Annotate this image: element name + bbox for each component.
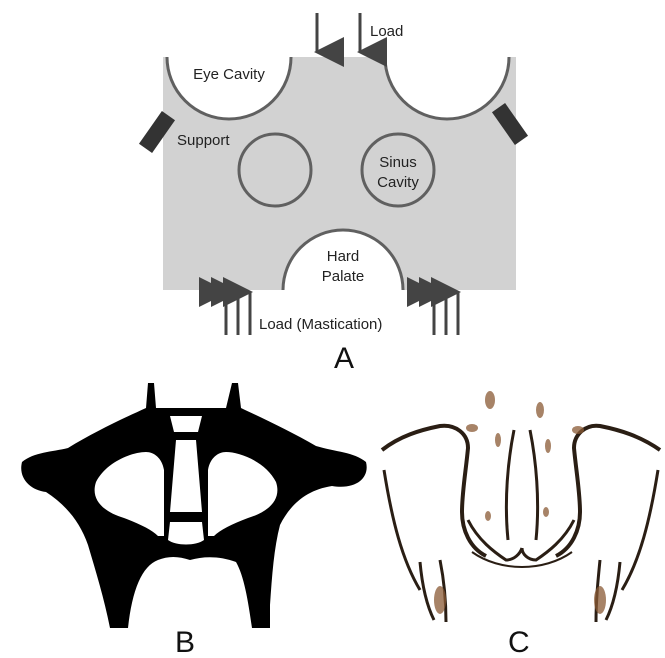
- bone-section: [382, 426, 660, 622]
- panel-a: Load Eye Cavity Support Sinus Cavity Har…: [139, 0, 528, 375]
- panel-c: C: [382, 391, 660, 658]
- label-load-bottom: Load (Mastication): [259, 316, 382, 333]
- label-load-top: Load: [370, 23, 403, 40]
- panel-letter-a: A: [334, 342, 354, 375]
- panel-letter-c: C: [508, 626, 530, 658]
- panel-b: B: [21, 383, 366, 658]
- label-support: Support: [177, 132, 230, 149]
- label-palate-2: Palate: [322, 268, 365, 285]
- load-arrows-bottom-right: [434, 292, 458, 335]
- label-sinus-2: Cavity: [377, 174, 419, 191]
- panel-letter-b: B: [175, 626, 195, 658]
- label-eye-cavity: Eye Cavity: [193, 66, 265, 83]
- eye-cavity-left: [167, 0, 291, 119]
- load-arrows-bottom-left: [226, 292, 250, 335]
- hole-top: [170, 416, 202, 432]
- sinus-cavity-left: [239, 134, 311, 206]
- label-sinus-1: Sinus: [379, 154, 417, 171]
- label-palate-1: Hard: [327, 248, 360, 265]
- eye-cavity-right: [385, 0, 509, 119]
- hole-palate: [168, 522, 204, 545]
